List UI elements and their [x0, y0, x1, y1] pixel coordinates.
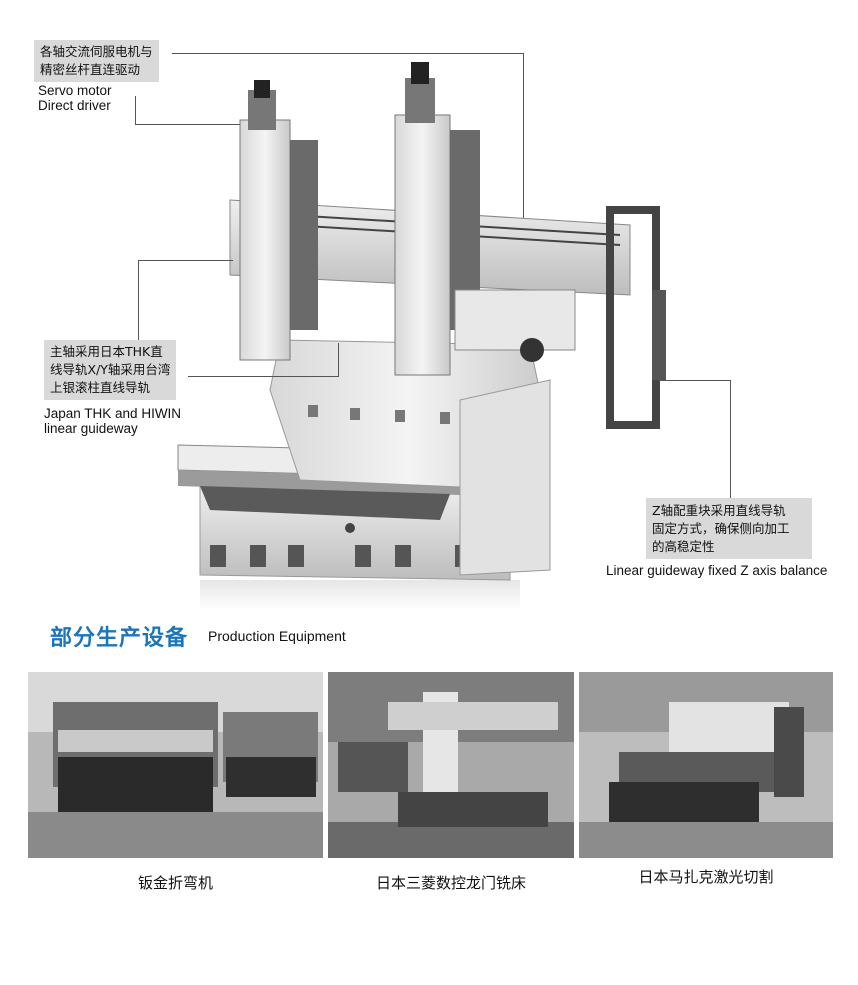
zaxis-leader-h — [658, 380, 730, 381]
zaxis-leader-v — [730, 380, 731, 498]
guideway-cn-line3: 上银滚柱直线导轨 — [50, 380, 151, 395]
gantry-mill-caption: 日本三菱数控龙门铣床 — [375, 874, 526, 892]
laser-cutter-caption: 日本马扎克激光切割 — [638, 868, 774, 886]
guideway-en-line1: Japan THK and HIWIN — [44, 406, 182, 421]
zaxis-cn-line1: Z轴配重块采用直线导轨 — [652, 503, 786, 518]
guideway-leader-h2 — [188, 376, 338, 377]
guideway-leader-v2 — [338, 343, 339, 377]
guideway-leader-h — [138, 260, 233, 261]
servo-callout-en: Servo motor Direct driver — [38, 83, 112, 113]
gantry-mill-photo — [328, 672, 574, 858]
press-brake-photo — [28, 672, 323, 858]
servo-cn-line1: 各轴交流伺服电机与 — [40, 44, 153, 59]
servo-cn-line2: 精密丝杆直连驱动 — [40, 62, 141, 77]
section-title-en: Production Equipment — [208, 628, 346, 644]
servo-leader-top — [172, 53, 524, 54]
guideway-callout-en: Japan THK and HIWIN linear guideway — [44, 406, 181, 436]
guideway-cn-line2: 线导轨X/Y轴采用台湾 — [50, 362, 171, 377]
servo-leader-v — [135, 96, 136, 124]
servo-callout-cn: 各轴交流伺服电机与 精密丝杆直连驱动 — [34, 40, 159, 82]
servo-leader-down — [523, 53, 524, 323]
section-title-cn: 部分生产设备 — [50, 626, 189, 651]
gantry-machine-image — [177, 62, 666, 610]
zaxis-callout-en: Linear guideway fixed Z axis balance — [606, 563, 828, 578]
guideway-en-line2: linear guideway — [44, 421, 138, 436]
zaxis-callout-cn: Z轴配重块采用直线导轨 固定方式，确保侧向加工 的高稳定性 — [646, 498, 812, 559]
guideway-callout-cn: 主轴采用日本THK直 线导轨X/Y轴采用台湾 上银滚柱直线导轨 — [44, 340, 177, 400]
zaxis-cn-line2: 固定方式，确保侧向加工 — [652, 521, 790, 536]
servo-en-line1: Servo motor — [38, 83, 112, 98]
laser-cutter-photo — [579, 672, 833, 858]
servo-leader-h — [135, 124, 243, 125]
zaxis-cn-line3: 的高稳定性 — [652, 539, 715, 554]
press-brake-caption: 钣金折弯机 — [137, 874, 213, 892]
guideway-leader-v — [138, 260, 139, 340]
guideway-cn-line1: 主轴采用日本THK直 — [50, 344, 163, 359]
servo-en-line2: Direct driver — [38, 98, 111, 113]
